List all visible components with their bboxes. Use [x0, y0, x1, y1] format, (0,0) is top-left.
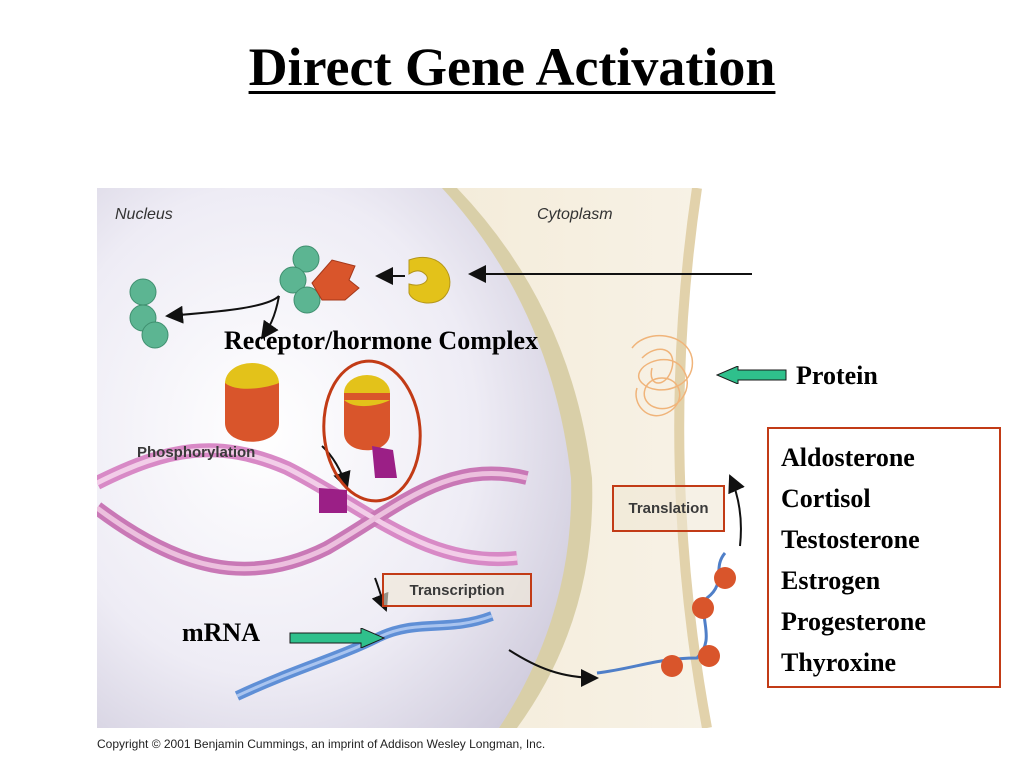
cell-membrane — [674, 188, 712, 728]
phosphorylation-label: Phosphorylation — [137, 444, 256, 461]
ribosome — [698, 645, 720, 667]
slide-title: Direct Gene Activation — [248, 37, 776, 97]
mrna-arrow — [289, 628, 385, 648]
hormone-item: Aldosterone — [781, 443, 915, 472]
dna-binding-site — [319, 488, 347, 513]
cytoplasm-label: Cytoplasm — [537, 206, 613, 223]
copyright-notice: Copyright © 2001 Benjamin Cummings, an i… — [97, 737, 546, 751]
ribosome — [661, 655, 683, 677]
released-subunits — [129, 278, 169, 349]
receptor-complex-label: Receptor/hormone Complex — [224, 326, 539, 355]
hormone-list-box: Aldosterone Cortisol Testosterone Estrog… — [767, 427, 1001, 688]
mrna-label: mRNA — [182, 618, 260, 647]
transcription-label: Transcription — [382, 573, 532, 607]
receptor-with-subunits — [279, 245, 360, 314]
cell-membrane-edge — [679, 188, 752, 728]
protein-arrow — [716, 366, 787, 384]
protein-label: Protein — [796, 361, 878, 390]
nucleus-label: Nucleus — [115, 206, 173, 223]
hormone-item: Thyroxine — [781, 648, 897, 677]
protein-squiggle — [631, 334, 693, 417]
receptor-hormone-complex — [225, 363, 279, 442]
gene-activation-figure: Nucleus Cytoplasm Phosphorylation Transc… — [97, 188, 752, 728]
hormone-item: Testosterone — [781, 525, 920, 554]
complex-highlight-oval — [322, 359, 422, 503]
hormone-molecule — [408, 257, 451, 304]
ribosome — [714, 567, 736, 589]
ribosome — [692, 597, 714, 619]
hormone-item: Progesterone — [781, 607, 926, 636]
hormone-item: Estrogen — [781, 566, 881, 595]
polysome — [596, 552, 736, 677]
bound-complex — [344, 375, 397, 478]
dna-helix — [97, 443, 529, 576]
hormone-item: Cortisol — [781, 484, 871, 513]
translation-label: Translation — [612, 485, 725, 532]
